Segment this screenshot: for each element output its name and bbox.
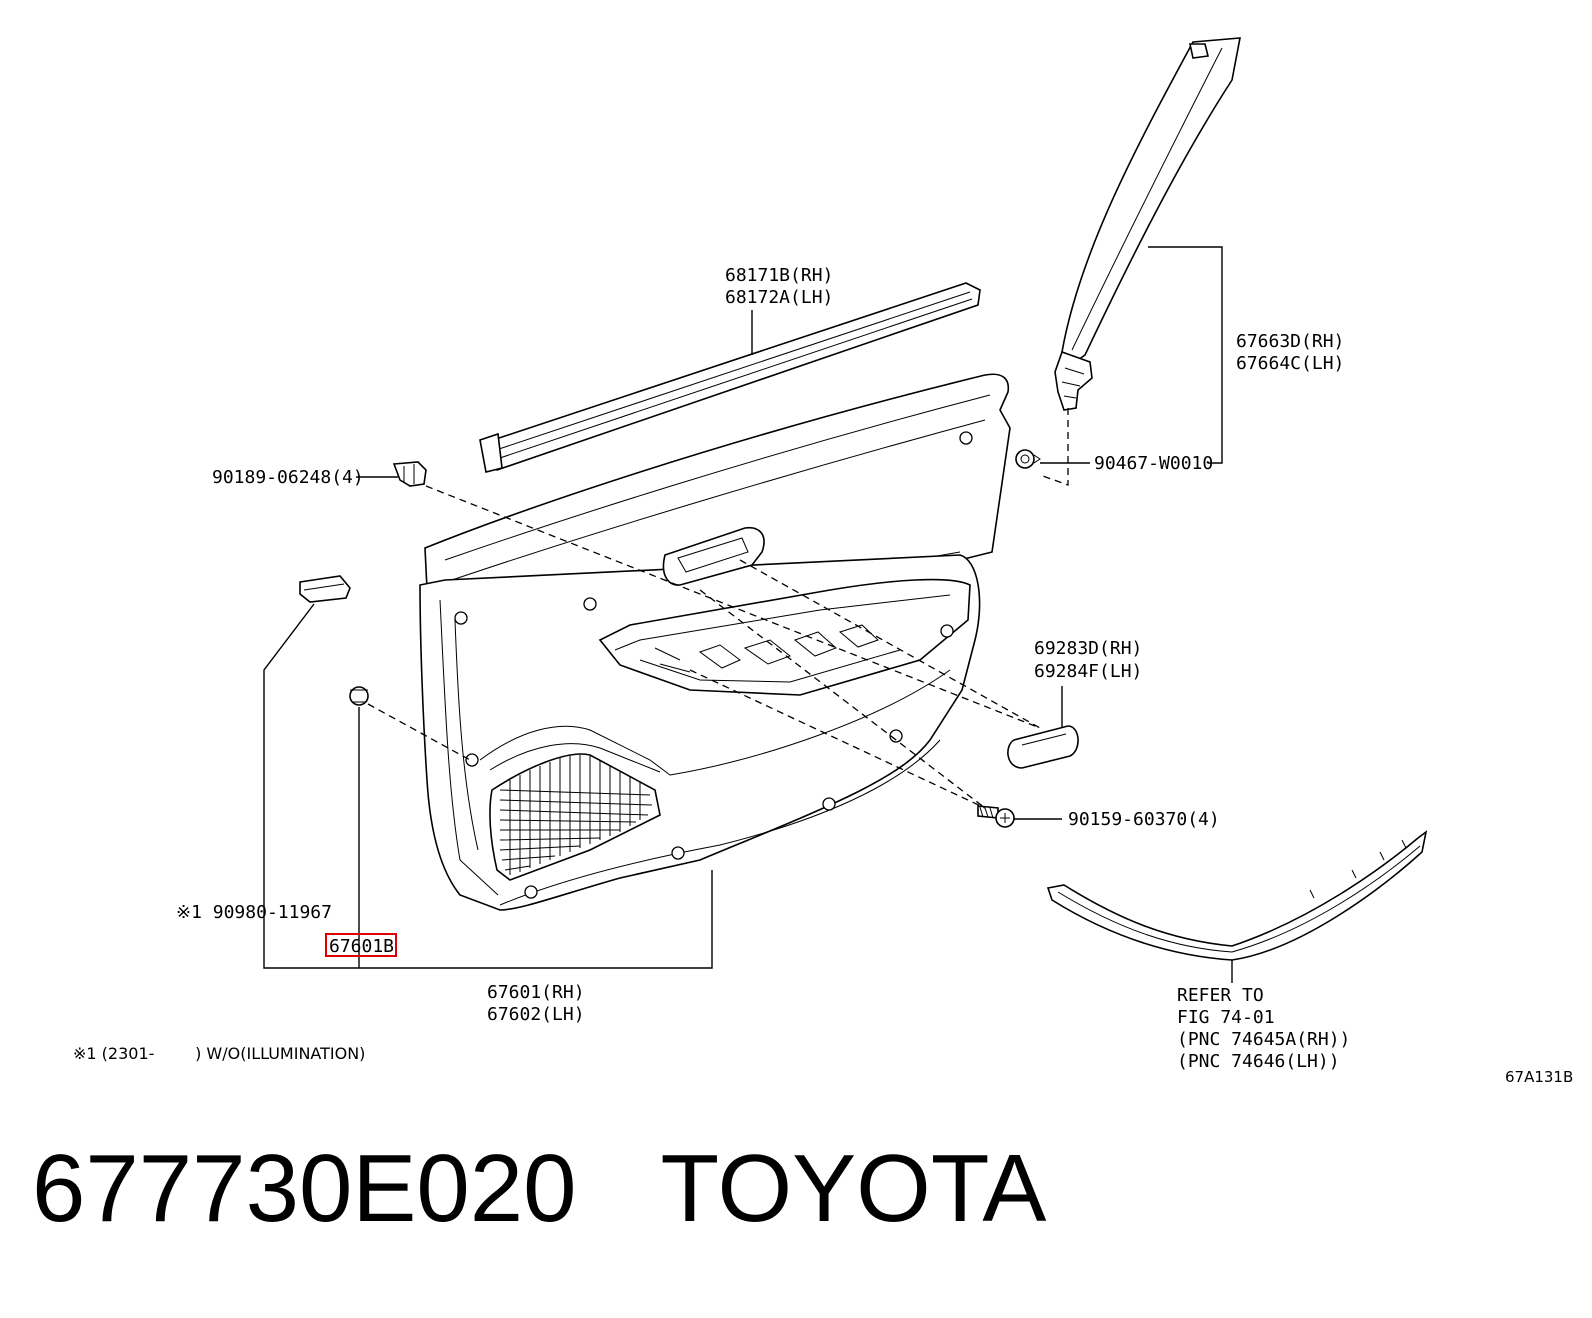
pillar-garnish-leader xyxy=(1148,246,1223,464)
speaker-grille-pattern xyxy=(499,755,653,875)
refer-line-4: (PNC 74646(LH)) xyxy=(1177,1051,1340,1072)
part-number: 677730E020 xyxy=(32,1135,577,1242)
bracket-clip-icon xyxy=(299,575,351,603)
refer-line-1: REFER TO xyxy=(1177,985,1264,1006)
clip-hole xyxy=(940,624,954,638)
callout-belt-moulding-rh: 68171B(RH) xyxy=(725,265,833,286)
clip-hole xyxy=(454,611,468,625)
footnote: ※1 (2301- ) W/O(ILLUMINATION) xyxy=(73,1044,365,1063)
switch-detail xyxy=(654,624,879,673)
door-trim-board xyxy=(419,373,1011,911)
callout-board-lh: 67602(LH) xyxy=(487,1004,585,1025)
callout-pull-handle-rh: 69283D(RH) xyxy=(1034,638,1142,659)
clip-hole xyxy=(822,797,836,811)
clip-hole xyxy=(524,885,538,899)
callout-belt-moulding-lh: 68172A(LH) xyxy=(725,287,833,308)
callout-upper-clip: 90189-06248(4) xyxy=(212,467,364,488)
callout-pillar-garnish-rh: 67663D(RH) xyxy=(1236,331,1344,352)
callout-board-sub: 67601B xyxy=(329,936,394,957)
refer-line-2: FIG 74-01 xyxy=(1177,1007,1275,1028)
lower-garnish xyxy=(1046,830,1428,961)
belt-moulding xyxy=(479,282,981,473)
figure-code: 67A131B xyxy=(1505,1068,1573,1086)
screw-icon xyxy=(977,805,1015,828)
clip-hole xyxy=(465,753,479,767)
upper-clip-icon xyxy=(392,461,427,487)
brand-name: TOYOTA xyxy=(660,1135,1047,1242)
refer-line-3: (PNC 74645A(RH)) xyxy=(1177,1029,1350,1050)
callout-pillar-clip: 90467-W0010 xyxy=(1094,453,1213,474)
clip-hole xyxy=(959,431,973,445)
pillar-garnish xyxy=(1054,37,1241,411)
callout-pull-handle-lh: 69284F(LH) xyxy=(1034,661,1142,682)
pull-handle-cover xyxy=(1007,725,1079,769)
bottom-caption: 677730E020 TOYOTA xyxy=(32,1134,1046,1244)
pillar-clip-icon xyxy=(1015,449,1041,469)
clip-hole xyxy=(889,729,903,743)
callout-screw: 90159-60370(4) xyxy=(1068,809,1220,830)
callout-note-clip: ※1 90980-11967 xyxy=(176,902,332,923)
clip-hole xyxy=(583,597,597,611)
highlight-box xyxy=(325,933,397,957)
round-clip-icon xyxy=(349,686,369,706)
callout-pillar-garnish-lh: 67664C(LH) xyxy=(1236,353,1344,374)
clip-hole xyxy=(671,846,685,860)
callout-board-rh: 67601(RH) xyxy=(487,982,585,1003)
